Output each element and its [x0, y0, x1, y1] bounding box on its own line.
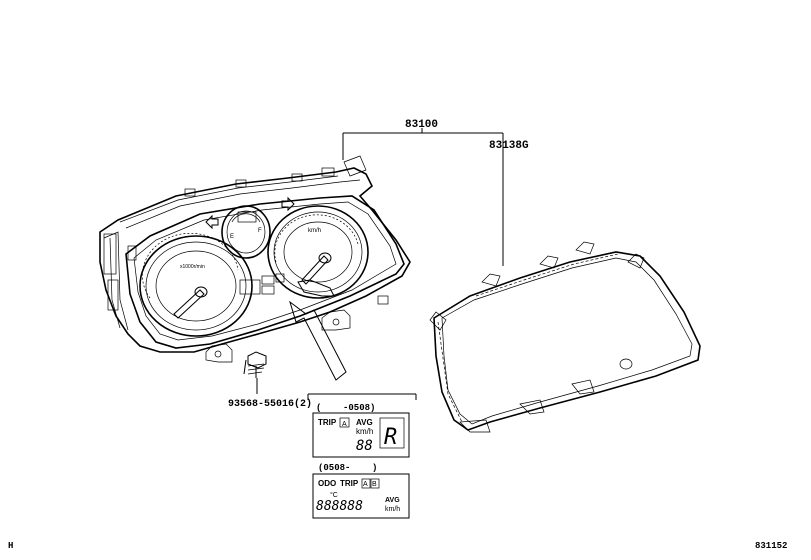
inset-early-trip: TRIP	[318, 418, 337, 427]
inset-late-odo: ODO	[318, 479, 336, 488]
inset-late-unit: km/h	[385, 506, 400, 513]
combination-meter: x1000r/min km/h F E	[99, 155, 411, 363]
inset-early-avg: AVG	[356, 418, 373, 427]
inset-late-trip-a: A	[363, 481, 368, 488]
inset-late-display	[312, 473, 410, 519]
speed-scale-label: km/h	[308, 228, 321, 234]
inset-panel: ( -0508) TRIP A AVG km/h 88 R (0508- ) O…	[307, 393, 417, 519]
footer-left-code: H	[8, 541, 13, 551]
inset-late-temp: °C	[330, 491, 338, 499]
fuel-empty-marker: E	[230, 234, 234, 240]
tach-scale-label: x1000r/min	[180, 264, 205, 270]
inset-early-gear: R	[384, 425, 397, 450]
view-arrow-icon	[289, 300, 347, 381]
inset-early-digits: 88	[356, 438, 373, 454]
fuel-full-marker: F	[258, 228, 262, 234]
screw-part	[243, 351, 267, 378]
inset-late-digits: 888888	[316, 499, 363, 514]
part-label-83100: 83100	[405, 119, 438, 131]
inset-early-date: ( -0508)	[316, 403, 375, 413]
left-turn-arrow-icon	[205, 214, 219, 230]
figure-number: 831152	[755, 541, 787, 551]
part-label-83138g: 83138G	[489, 140, 529, 152]
part-label-screw: 93568-55016(2)	[228, 398, 312, 410]
inset-early-unit: km/h	[356, 427, 373, 436]
meter-glass	[429, 241, 701, 433]
inset-late-trip-b: B	[372, 481, 377, 488]
inset-early-trip-a: A	[342, 421, 347, 428]
right-turn-arrow-icon	[281, 196, 295, 212]
inset-late-trip: TRIP	[340, 479, 359, 488]
leader-lines	[256, 128, 504, 394]
inset-late-avg: AVG	[385, 497, 400, 504]
inset-early-display	[312, 412, 410, 458]
inset-late-date: (0508- )	[318, 463, 377, 473]
